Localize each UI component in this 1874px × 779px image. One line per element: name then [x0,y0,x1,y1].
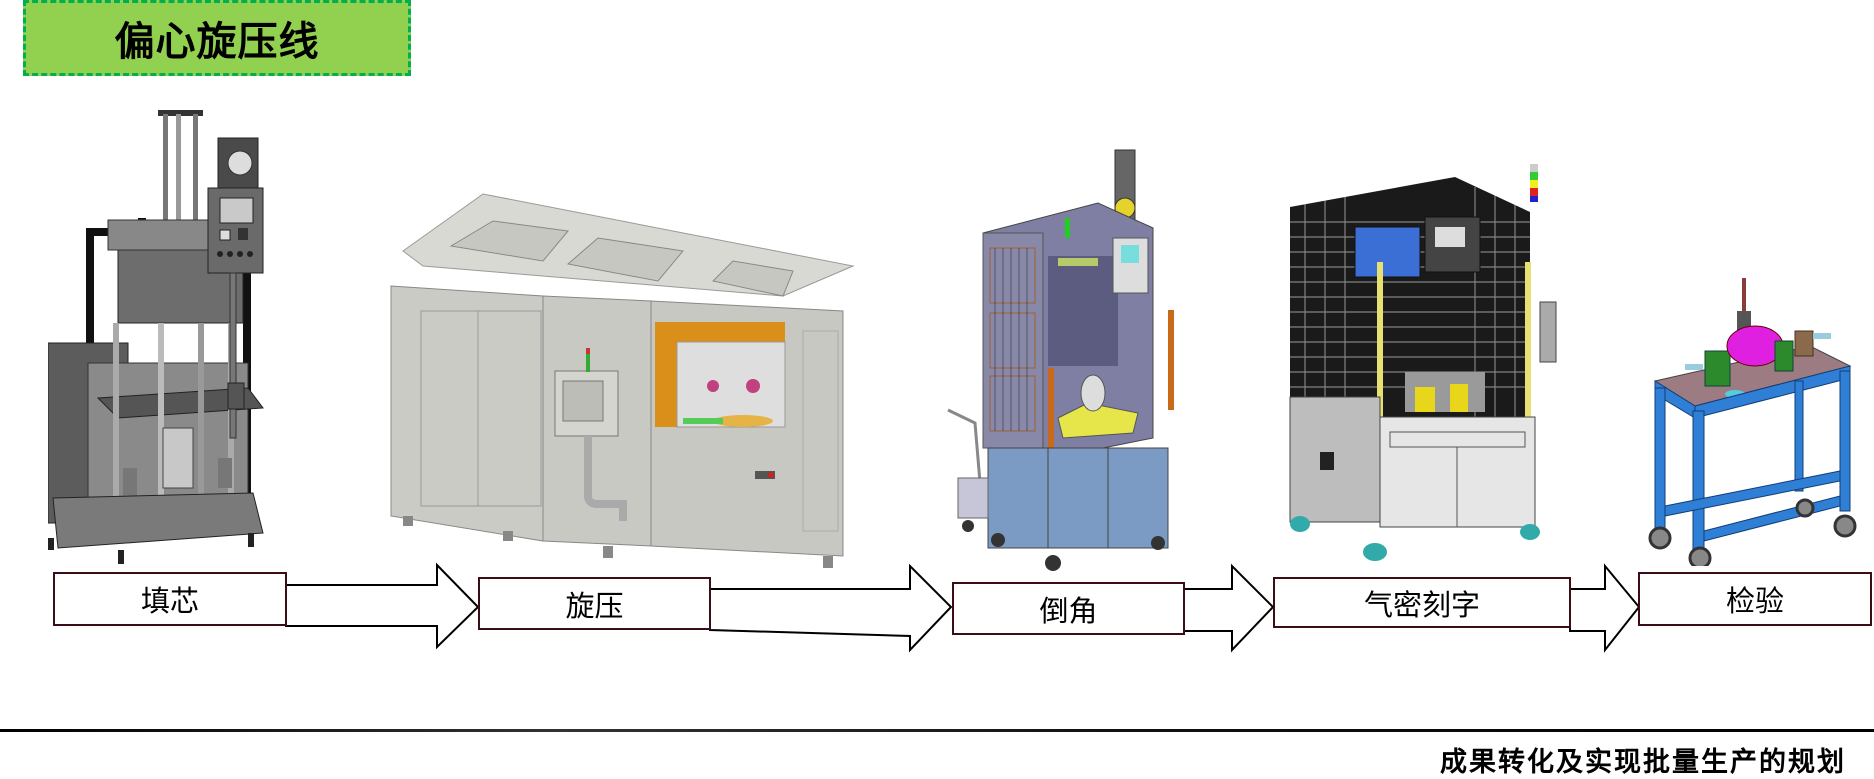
flow-arrow-1 [285,562,480,650]
footer-divider [0,729,1874,732]
flow-arrow-3 [1183,563,1275,653]
step-airtight-engraving: 气密刻字 [1273,577,1571,628]
step-label: 检验 [1725,584,1784,618]
airtight-engraving-station-machine-icon [1289,164,1557,561]
step-label: 旋压 [565,588,624,623]
step-inspection: 检验 [1638,572,1872,626]
inspection-cart-machine-icon [1648,278,1857,566]
step-label: 填芯 [140,584,199,618]
step-spinning: 旋压 [478,577,711,630]
step-label: 气密刻字 [1363,587,1480,622]
chamfering-station-machine-icon [947,149,1174,571]
step-label: 倒角 [1039,593,1098,628]
core-filling-press-machine-icon [48,110,264,564]
footer-caption: 成果转化及实现批量生产的规划 [1440,747,1846,778]
spinning-press-enclosure-machine-icon [390,193,855,568]
step-core-filling: 填芯 [53,572,287,626]
step-chamfering: 倒角 [952,582,1185,635]
page-title: 偏心旋压线 [114,19,320,65]
title-banner: 偏心旋压线 [23,0,411,76]
flow-arrow-2 [709,563,953,653]
flow-arrow-4 [1569,563,1641,653]
